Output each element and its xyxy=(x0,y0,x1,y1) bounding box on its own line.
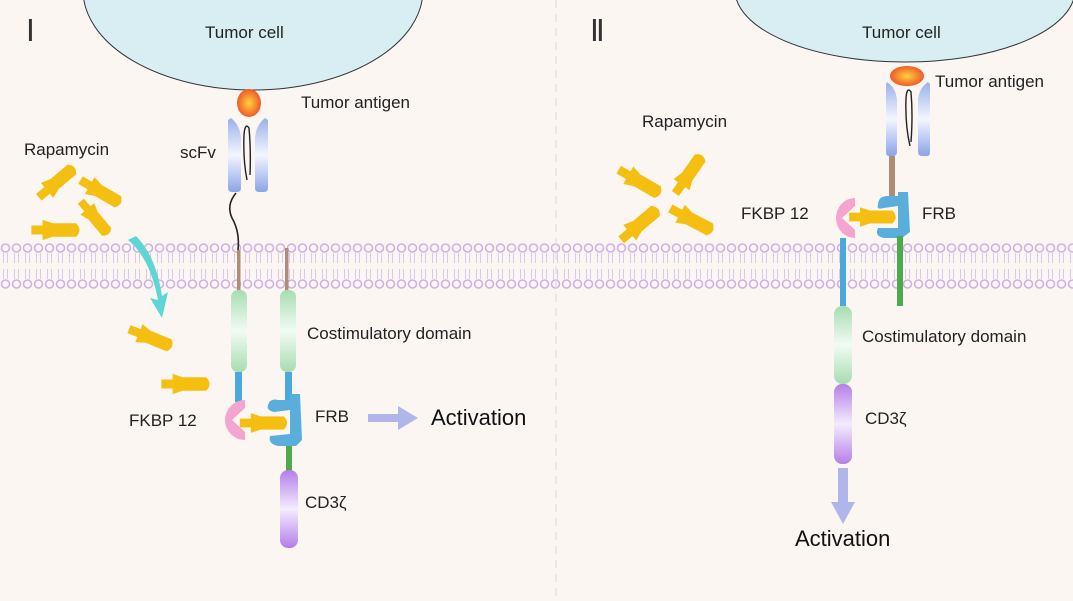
rapamycin-bound-1 xyxy=(239,413,288,433)
rapamycin-molecule xyxy=(614,201,665,248)
costimulatory-domain-2 xyxy=(834,306,852,384)
fkbp12-2 xyxy=(836,198,855,238)
rapamycin-bound-2 xyxy=(849,207,896,227)
linker-1a xyxy=(235,372,242,402)
cd3z-domain-2 xyxy=(834,384,852,464)
activation-label-1: Activation xyxy=(431,405,527,430)
costimulatory-domain-1a xyxy=(231,290,247,372)
tumor-antigen-1 xyxy=(237,89,261,117)
costimulatory-label-1: Costimulatory domain xyxy=(307,324,472,343)
hinge-2 xyxy=(889,156,895,196)
rapamycin-molecule xyxy=(665,199,718,240)
fkbp12-1 xyxy=(225,400,245,440)
cd3z-domain-1 xyxy=(280,470,298,548)
tumor-antigen-label-2: Tumor antigen xyxy=(935,72,1044,91)
entry-arrow-icon xyxy=(128,236,168,318)
scfv-light-chain-1 xyxy=(255,118,268,192)
tumor-antigen-2 xyxy=(890,66,924,86)
tumor-cell-2 xyxy=(736,0,1073,63)
tumor-cell-label-1: Tumor cell xyxy=(205,23,284,42)
rapamycin-molecule xyxy=(32,159,81,205)
frb-1 xyxy=(267,394,302,446)
linker-green-2 xyxy=(897,236,903,306)
activation-label-2: Activation xyxy=(795,526,891,551)
rapamycin-molecule xyxy=(667,149,710,200)
hinge-1 xyxy=(228,192,240,251)
cell-membrane xyxy=(0,243,1073,289)
cd3z-label-2: CD3ζ xyxy=(865,409,907,428)
frb-label-2: FRB xyxy=(922,204,956,223)
fkbp12-label-2: FKBP 12 xyxy=(741,204,809,223)
linker-green-1 xyxy=(286,446,292,472)
scfv-heavy-chain-1 xyxy=(228,118,241,192)
frb-2 xyxy=(876,192,910,238)
costimulatory-domain-1b xyxy=(280,290,296,372)
rapamycin-label-1: Rapamycin xyxy=(24,140,110,159)
scfv-light-chain-2 xyxy=(918,82,930,156)
scfv-label: scFv xyxy=(180,143,216,162)
scfv-linker-1 xyxy=(243,125,252,181)
panel-1-numeral: Ⅰ xyxy=(26,15,35,48)
rapamycin-molecule xyxy=(161,373,210,395)
tumor-antigen-label-1: Tumor antigen xyxy=(301,93,410,112)
fkbp12-label-1: FKBP 12 xyxy=(129,411,197,430)
frb-label-1: FRB xyxy=(315,407,349,426)
scfv-linker-2 xyxy=(905,89,913,147)
rapamycin-molecule xyxy=(125,320,176,356)
tumor-cell-1 xyxy=(83,0,423,91)
costimulatory-label-2: Costimulatory domain xyxy=(862,327,1027,346)
transmembrane-1a xyxy=(237,250,241,292)
linker-1b xyxy=(285,372,292,402)
tumor-cell-label-2: Tumor cell xyxy=(862,23,941,42)
rapamycin-molecule xyxy=(31,219,80,241)
scfv-heavy-chain-2 xyxy=(886,82,897,156)
linker-blue-2 xyxy=(840,238,846,306)
activation-arrow-icon-1 xyxy=(368,406,418,430)
transmembrane-1b xyxy=(285,248,289,292)
rapamycin-molecule xyxy=(613,160,666,203)
activation-arrow-icon-2 xyxy=(831,468,855,524)
panel-2-numeral: Ⅱ xyxy=(590,15,605,48)
cd3z-label-1: CD3ζ xyxy=(305,493,347,512)
rapamycin-label-2: Rapamycin xyxy=(642,112,728,131)
